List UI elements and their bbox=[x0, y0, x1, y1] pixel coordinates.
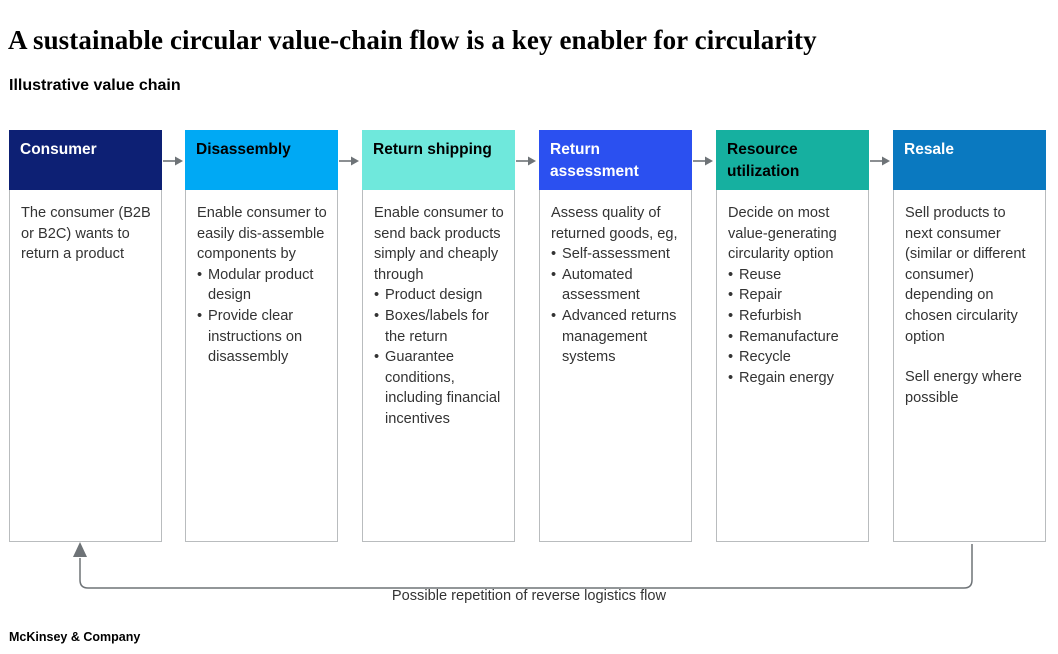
stage-return-assessment-bullets: Self-assessment Automated assessment Adv… bbox=[551, 244, 683, 368]
stage-resource-utilization[interactable]: Resource utilization Decide on most valu… bbox=[716, 130, 869, 542]
connector-return-shipping-to-return-assessment bbox=[515, 154, 537, 166]
arrow-right-icon bbox=[516, 156, 536, 166]
list-item: Advanced returns management systems bbox=[551, 306, 683, 368]
stage-return-assessment-title: Return assessment bbox=[550, 141, 639, 180]
stage-resale-header: Resale bbox=[893, 130, 1046, 190]
list-item: Self-assessment bbox=[551, 244, 683, 265]
stage-resale-extra: Sell energy where possible bbox=[905, 369, 1022, 406]
stage-resale-body: Sell products to next consumer (similar … bbox=[893, 190, 1046, 542]
stage-disassembly-intro: Enable consumer to easily dis-assemble c… bbox=[197, 205, 327, 263]
stage-disassembly-title: Disassembly bbox=[196, 141, 291, 158]
arrow-right-icon bbox=[163, 156, 183, 166]
stage-disassembly-body: Enable consumer to easily dis-assemble c… bbox=[185, 190, 338, 542]
feedback-loop-arrow bbox=[73, 542, 973, 589]
stage-return-assessment-intro: Assess quality of returned goods, eg, bbox=[551, 205, 678, 242]
stage-consumer[interactable]: Consumer The consumer (B2B or B2C) wants… bbox=[9, 130, 162, 542]
list-item: Product design bbox=[374, 285, 506, 306]
subtitle: Illustrative value chain bbox=[9, 77, 181, 94]
list-item: Boxes/labels for the return bbox=[374, 306, 506, 347]
feedback-loop-label: Possible repetition of reverse logistics… bbox=[391, 588, 667, 604]
stage-resale-title: Resale bbox=[904, 141, 954, 158]
connector-resource-utilization-to-resale bbox=[869, 154, 891, 166]
list-item: Refurbish bbox=[728, 306, 860, 327]
stage-return-shipping-body: Enable consumer to send back products si… bbox=[362, 190, 515, 542]
stage-return-shipping[interactable]: Return shipping Enable consumer to send … bbox=[362, 130, 515, 542]
stage-consumer-intro: The consumer (B2B or B2C) wants to retur… bbox=[21, 205, 151, 263]
value-chain-diagram: Consumer The consumer (B2B or B2C) wants… bbox=[9, 130, 1049, 544]
arrow-right-icon bbox=[339, 156, 359, 166]
arrow-right-icon bbox=[870, 156, 890, 166]
footer-brand: McKinsey & Company bbox=[9, 630, 141, 644]
stage-return-shipping-header: Return shipping bbox=[362, 130, 515, 190]
list-item: Repair bbox=[728, 285, 860, 306]
connector-return-assessment-to-resource-utilization bbox=[692, 154, 714, 166]
list-item: Provide clear instructions on disassembl… bbox=[197, 306, 329, 368]
stage-consumer-title: Consumer bbox=[20, 141, 97, 158]
stage-disassembly[interactable]: Disassembly Enable consumer to easily di… bbox=[185, 130, 338, 542]
list-item: Guarantee conditions, including financia… bbox=[374, 347, 506, 429]
stage-resource-utilization-body: Decide on most value-generating circular… bbox=[716, 190, 869, 542]
stage-resource-utilization-header: Resource utilization bbox=[716, 130, 869, 190]
list-item: Remanufacture bbox=[728, 327, 860, 348]
list-item: Recycle bbox=[728, 347, 860, 368]
connector-consumer-to-disassembly bbox=[162, 154, 184, 166]
stage-resource-utilization-intro: Decide on most value-generating circular… bbox=[728, 205, 837, 263]
list-item: Regain energy bbox=[728, 368, 860, 389]
list-item: Automated assessment bbox=[551, 265, 683, 306]
stage-return-shipping-intro: Enable consumer to send back products si… bbox=[374, 205, 504, 283]
stage-consumer-header: Consumer bbox=[9, 130, 162, 190]
page-title: A sustainable circular value-chain flow … bbox=[8, 25, 817, 56]
stage-return-assessment-header: Return assessment bbox=[539, 130, 692, 190]
stage-return-shipping-bullets: Product design Boxes/labels for the retu… bbox=[374, 285, 506, 429]
stage-disassembly-bullets: Modular product design Provide clear ins… bbox=[197, 265, 329, 368]
stage-resource-utilization-title: Resource utilization bbox=[727, 141, 800, 180]
list-item: Modular product design bbox=[197, 265, 329, 306]
stage-resale-intro: Sell products to next consumer (similar … bbox=[905, 205, 1026, 345]
connector-disassembly-to-return-shipping bbox=[338, 154, 360, 166]
stage-disassembly-header: Disassembly bbox=[185, 130, 338, 190]
stage-return-assessment[interactable]: Return assessment Assess quality of retu… bbox=[539, 130, 692, 542]
stage-resale[interactable]: Resale Sell products to next consumer (s… bbox=[893, 130, 1046, 542]
arrow-right-icon bbox=[693, 156, 713, 166]
stage-resource-utilization-bullets: Reuse Repair Refurbish Remanufacture Rec… bbox=[728, 265, 860, 389]
stage-return-shipping-title: Return shipping bbox=[373, 141, 492, 158]
arrow-up-icon bbox=[73, 542, 87, 557]
list-item: Reuse bbox=[728, 265, 860, 286]
stage-return-assessment-body: Assess quality of returned goods, eg, Se… bbox=[539, 190, 692, 542]
stage-consumer-body: The consumer (B2B or B2C) wants to retur… bbox=[9, 190, 162, 542]
